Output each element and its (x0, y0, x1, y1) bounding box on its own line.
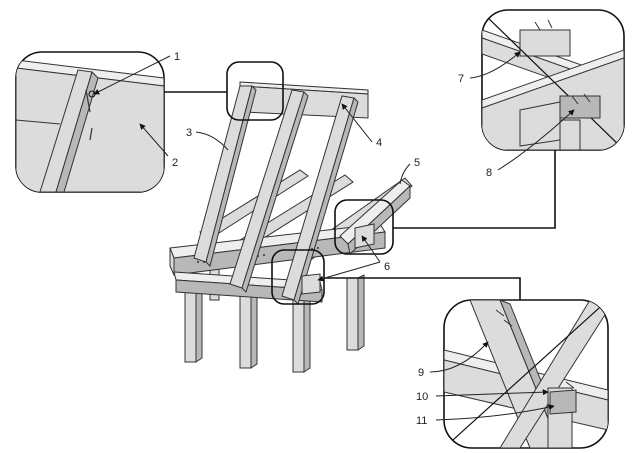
focus-ridge-joint (226, 61, 284, 121)
callout-6: 6 (384, 261, 390, 273)
collar-tie-block (354, 223, 375, 249)
rafter-1 (193, 85, 253, 263)
callout-1: 1 (174, 51, 180, 63)
callout-9: 9 (418, 367, 424, 379)
nail-marks (197, 247, 319, 263)
rafter-3-side (293, 97, 359, 305)
leader-lines (93, 51, 575, 421)
detail-lower-content (444, 300, 608, 448)
focus-collar-joint (334, 199, 394, 255)
callout-7: 7 (458, 73, 464, 85)
post-4 (346, 277, 359, 351)
callout-5: 5 (414, 157, 420, 169)
main-frame-assembly (169, 81, 413, 373)
detail-collar-content (482, 11, 624, 150)
post-4-side (357, 274, 365, 351)
rafter-1-side (205, 85, 257, 267)
callout-8: 8 (486, 167, 492, 179)
post-3-side (303, 293, 311, 373)
detail-ridge-content (16, 59, 164, 192)
callout-4: 4 (376, 137, 382, 149)
callout-3: 3 (186, 127, 192, 139)
post-2-side (250, 286, 258, 369)
post-1 (184, 281, 197, 363)
top-plate-end (169, 247, 175, 276)
connector-lower-detail (324, 277, 521, 300)
post-3 (292, 296, 305, 373)
callout-11: 11 (416, 415, 427, 427)
callout-10: 10 (416, 391, 428, 403)
lower-hanger-block (301, 273, 321, 295)
post-2 (239, 289, 252, 369)
callout-2: 2 (172, 157, 178, 169)
focus-lower-joint (271, 249, 325, 305)
connector-collar-detail (393, 150, 556, 229)
rafter-2-side (241, 91, 309, 293)
